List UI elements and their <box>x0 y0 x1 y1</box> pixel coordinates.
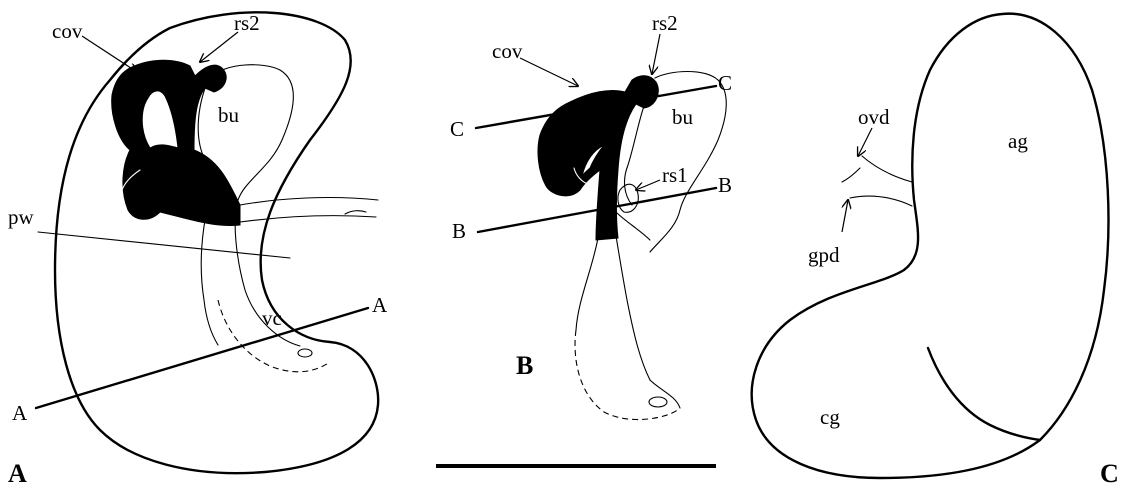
panel-a-channel-inner <box>204 300 218 345</box>
panel-b-stalk-tip <box>650 380 680 408</box>
panel-a-cov-pointer <box>82 36 137 72</box>
panel-a-copulatory-organ <box>112 60 240 225</box>
panel-b-label-cov: cov <box>492 39 523 63</box>
panel-b-rs1-duct <box>616 212 650 240</box>
panel-c-cg-boundary <box>928 348 1040 440</box>
panel-c-label-ag: ag <box>1008 129 1028 153</box>
panel-c-ovd-pointer <box>858 128 872 156</box>
panel-a-panel-label: A <box>8 459 27 488</box>
panel-a-pw-pointer <box>38 232 290 258</box>
panel-b-pore <box>649 397 667 407</box>
panel-b-panel-label: B <box>516 351 533 380</box>
panel-a-label-pw: pw <box>8 205 35 229</box>
panel-b-label-rs2: rs2 <box>652 11 678 35</box>
panel-a-label-section-end: A <box>372 293 388 317</box>
panel-b-label-section-c-start: C <box>450 117 464 141</box>
panel-a: cov rs2 bu pw vc A A A <box>8 11 388 488</box>
panel-b-stalk-right <box>616 236 650 380</box>
panel-c-panel-label: C <box>1100 459 1119 488</box>
panel-c-gpd-pointer <box>842 200 848 232</box>
panel-a-duct-upper <box>240 198 378 205</box>
panel-a-section-line[interactable] <box>36 308 368 408</box>
panel-b-stalk-left <box>576 238 598 330</box>
panel-c-oviduct-lower <box>850 196 912 206</box>
panel-a-label-section-start: A <box>12 401 28 425</box>
panel-c-oviduct-upper <box>862 156 912 182</box>
panel-b-bursa-outline <box>650 72 726 253</box>
panel-c-label-ovd: ovd <box>858 105 890 129</box>
panel-a-duct-lower <box>240 216 376 222</box>
panel-c-label-gpd: gpd <box>808 243 840 267</box>
panel-a-pore <box>298 349 312 357</box>
panel-b-cov-pointer <box>520 58 578 86</box>
panel-c-body-outline[interactable] <box>752 14 1109 478</box>
panel-a-rs2-pointer <box>200 32 238 62</box>
panel-b-label-section-b-start: B <box>452 219 466 243</box>
panel-b-label-rs1: rs1 <box>662 163 688 187</box>
panel-c: ovd ag gpd cg C <box>752 14 1119 488</box>
panel-b-label-bu: bu <box>672 105 694 129</box>
panel-a-label-bu: bu <box>218 103 240 127</box>
panel-b: cov rs2 bu rs1 C C B B B <box>436 11 732 466</box>
panel-a-label-vc: vc <box>262 306 282 330</box>
panel-b-rs1-pointer <box>636 180 660 190</box>
panel-b-label-section-c-end: C <box>718 71 732 95</box>
panel-c-label-cg: cg <box>820 405 840 429</box>
panel-c-oviduct-tip <box>842 168 860 182</box>
panel-b-rs2-pointer <box>652 34 660 74</box>
panel-a-duct-tip <box>345 211 366 214</box>
panel-b-label-section-b-end: B <box>718 173 732 197</box>
panel-a-label-cov: cov <box>52 19 83 43</box>
panel-a-label-rs2: rs2 <box>234 11 260 35</box>
